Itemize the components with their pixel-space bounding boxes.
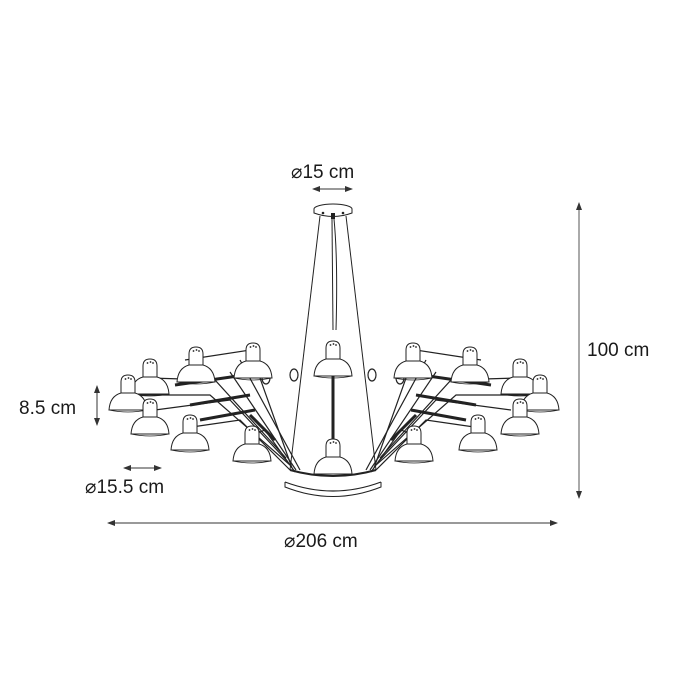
shade-diameter-label: ⌀15.5 cm [85, 477, 165, 498]
total-height-label: 100 cm [587, 340, 650, 361]
shade-height-label: 8.5 cm [19, 398, 77, 419]
ceiling-canopy [313, 203, 353, 219]
canopy-diameter-label: ⌀15 cm [291, 162, 355, 183]
suspension-rods [289, 215, 377, 471]
total-diameter-label: ⌀206 cm [284, 531, 358, 552]
